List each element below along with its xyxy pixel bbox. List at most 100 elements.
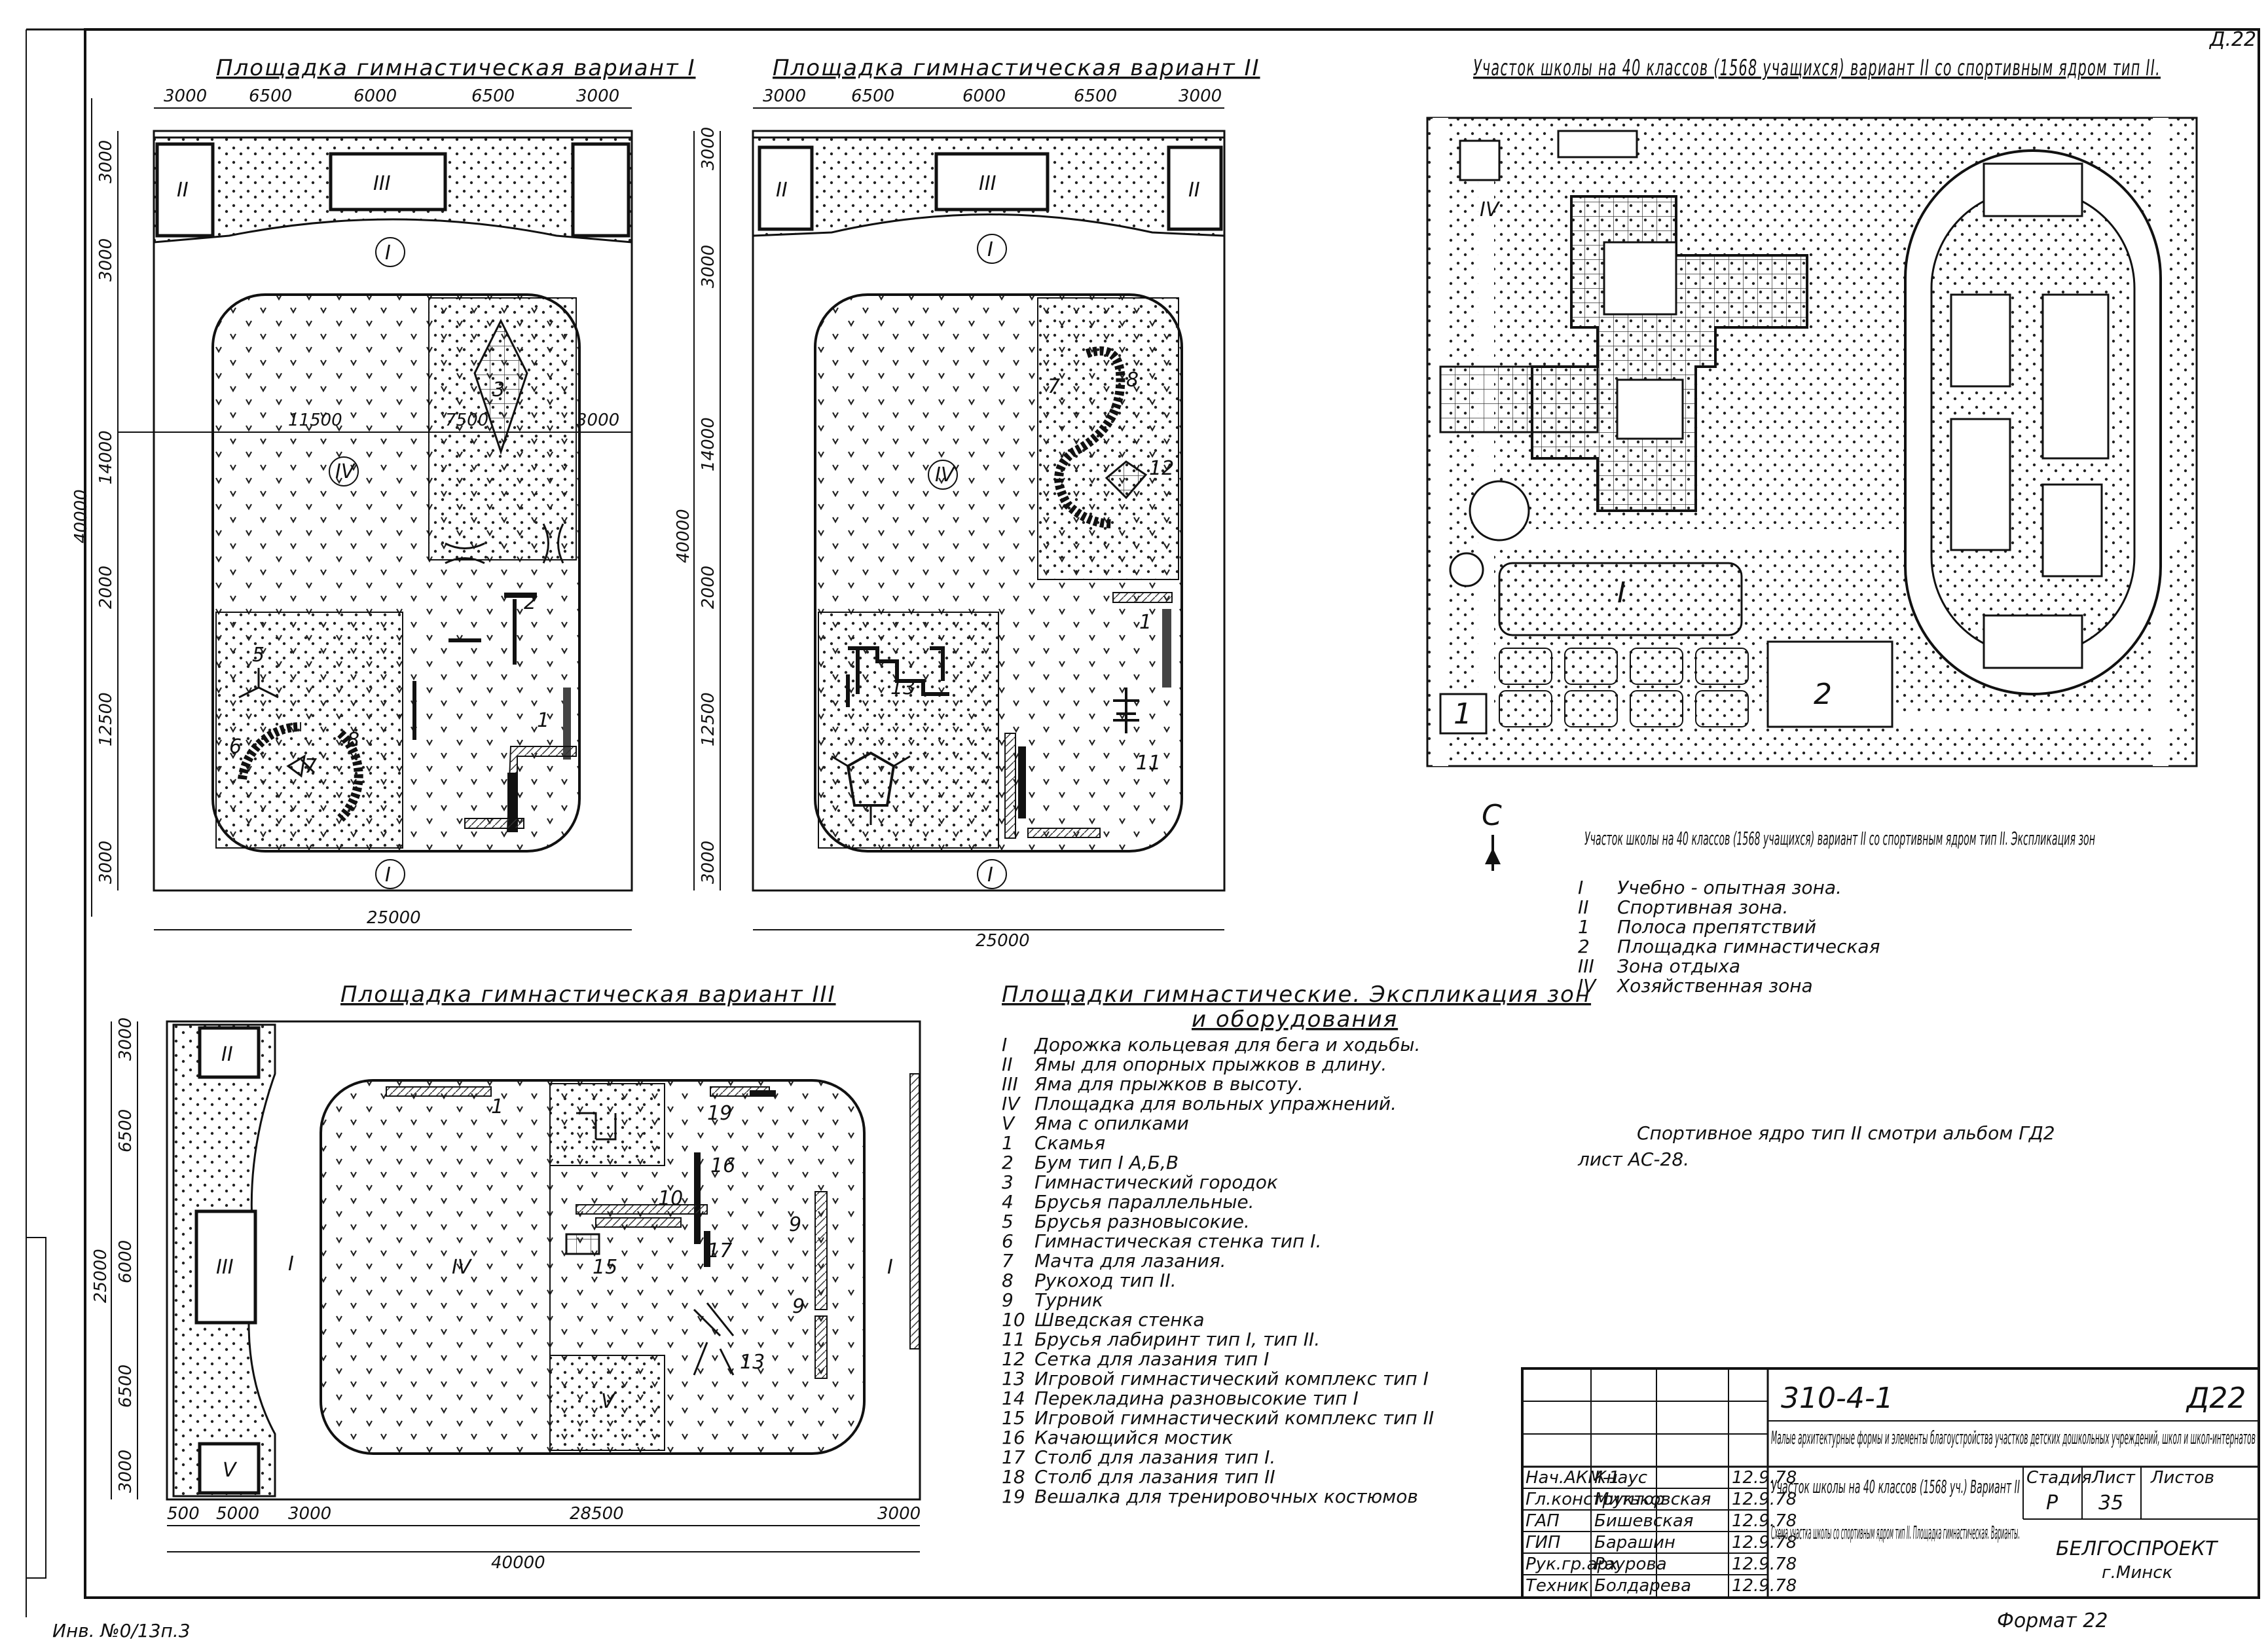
v3-eq-14: 13 xyxy=(740,1351,765,1374)
legend-title-1: Площадки гимнастические. Экспликация зон xyxy=(1002,982,1591,1008)
site-legend-note-1: Спортивное ядро тип II смотри альбом ГД2 xyxy=(1637,1122,2055,1144)
stamp-code: 310-4-1 xyxy=(1781,1382,1893,1415)
legend-item-num: 16 xyxy=(1002,1427,1025,1448)
site-legend-title: Участок школы на 40 классов (1568 учащих… xyxy=(1584,828,2095,849)
legend-item-num: 13 xyxy=(1002,1368,1025,1389)
v1-dim-side-3: 14000 xyxy=(96,430,116,485)
variant2-title: Площадка гимнастическая вариант II xyxy=(773,55,1260,81)
legend-item-num: 6 xyxy=(1002,1230,1014,1252)
legend-item-num: 5 xyxy=(1002,1211,1014,1232)
v2-dim-side-3: 14000 xyxy=(699,417,718,471)
stamp-sheet-code: Д22 xyxy=(2186,1382,2246,1415)
v2-eq-13: 13 xyxy=(890,676,915,699)
v1-dim-inner-mid: 7500 xyxy=(445,411,488,430)
legend-item-num: 19 xyxy=(1002,1486,1025,1507)
v1-dim-side-1: 3000 xyxy=(96,140,116,183)
legend-item-num: III xyxy=(1002,1073,1018,1095)
legend-item-text: Мачта для лазания. xyxy=(1034,1250,1226,1272)
legend-item-text: Скамья xyxy=(1034,1132,1105,1154)
v3-dim-bottom-2: 5000 xyxy=(216,1504,259,1524)
site-legend-text-1: Учебно - опытная зона. xyxy=(1617,877,1842,898)
v1-eq-1: 1 xyxy=(537,709,549,732)
legend-item-num: 8 xyxy=(1002,1270,1014,1291)
v3-zone-v: V xyxy=(223,1459,238,1482)
v1-eq-5: 5 xyxy=(252,644,265,667)
v1-dim-side-5: 12500 xyxy=(96,692,116,746)
v3-eq-9: 9 xyxy=(792,1295,805,1318)
legend-item-text: Яма с опилками xyxy=(1034,1112,1189,1134)
site-legend-text-3: Полоса препятствий xyxy=(1617,916,1816,938)
v3-dim-side-3: 6000 xyxy=(116,1240,136,1283)
legend-item-text: Ямы для опорных прыжков в длину. xyxy=(1034,1054,1387,1075)
v1-dim-side-6: 3000 xyxy=(96,841,116,884)
site-legend-num-5: III xyxy=(1578,955,1594,977)
legend-item-text: Брусья лабиринт тип I, тип II. xyxy=(1034,1329,1320,1350)
v2-dim-top-2: 6500 xyxy=(851,86,894,106)
legend-item-text: Качающийся мостик xyxy=(1034,1427,1233,1448)
v3-zone-ii-top: II xyxy=(221,1043,233,1066)
legend-item-text: Сетка для лазания тип I xyxy=(1034,1348,1269,1370)
v3-dim-bottom-1: 500 xyxy=(167,1504,200,1524)
legend-item-text: Игровой гимнастический комплекс тип II xyxy=(1034,1407,1434,1429)
legend-item-num: 17 xyxy=(1002,1446,1025,1468)
legend-item-num: 10 xyxy=(1002,1309,1025,1331)
stamp-role: Гл.конструктор xyxy=(1526,1490,1665,1509)
v1-zone-iv: IV xyxy=(335,460,356,483)
stamp-drawing: Схема участка школы со спортивным ядром … xyxy=(1771,1522,2020,1543)
stamp-name: Барашин xyxy=(1594,1533,1675,1552)
v1-dim-top-4: 6500 xyxy=(471,86,515,106)
north-label: С xyxy=(1482,799,1502,832)
stamp-role: ГИП xyxy=(1526,1533,1561,1552)
stamp-stage: Р xyxy=(2046,1492,2058,1514)
v1-eq-7: 7 xyxy=(304,755,317,778)
v3-dim-side-total: 25000 xyxy=(91,1249,111,1303)
v1-zone-iii: III xyxy=(373,172,391,195)
equipment-legend: Площадки гимнастические. Экспликация зон… xyxy=(1002,982,1591,1507)
site-legend: Участок школы на 40 классов (1568 учащих… xyxy=(1577,828,2095,1170)
v2-dim-side-4: 2000 xyxy=(699,566,718,609)
v2-dim-bottom: 25000 xyxy=(976,931,1030,951)
stamp-city: г.Минск xyxy=(2102,1563,2173,1583)
legend-item-text: Дорожка кольцевая для бега и ходьбы. xyxy=(1033,1034,1420,1055)
legend-item-num: 7 xyxy=(1002,1250,1014,1272)
v2-dim-side-1: 3000 xyxy=(699,127,718,170)
legend-item-num: II xyxy=(1002,1054,1013,1075)
v2-dim-top-1: 3000 xyxy=(763,86,806,106)
v1-eq-6: 6 xyxy=(229,735,242,758)
legend-item-text: Гимнастический городок xyxy=(1034,1171,1278,1193)
legend-item-num: 15 xyxy=(1002,1407,1025,1429)
legend-item-text: Столб для лазания тип II xyxy=(1034,1466,1275,1488)
v3-dim-bottom-total: 40000 xyxy=(491,1553,545,1573)
site-legend-text-5: Зона отдыха xyxy=(1617,955,1740,977)
v2-eq-12: 12 xyxy=(1149,457,1174,480)
v1-eq-2: 2 xyxy=(524,591,536,614)
variant3-plan: Площадка гимнастическая вариант III II I… xyxy=(91,982,921,1573)
v2-dim-top-4: 6500 xyxy=(1074,86,1117,106)
stamp-role: Нач.АКМ-1 xyxy=(1526,1468,1620,1488)
stamp-date: 12.9.78 xyxy=(1732,1490,1797,1509)
site-legend-text-4: Площадка гимнастическая xyxy=(1617,936,1880,957)
site-legend-num-2: II xyxy=(1578,896,1589,918)
v1-zone-i-bottom: I xyxy=(385,864,391,887)
legend-item-text: Турник xyxy=(1034,1289,1103,1311)
site-label-1: 1 xyxy=(1454,697,1472,731)
legend-title-2: и оборудования xyxy=(1192,1006,1398,1033)
legend-item-text: Столб для лазания тип I. xyxy=(1034,1446,1275,1468)
v3-dim-bottom-4: 28500 xyxy=(570,1504,624,1524)
v2-dim-top-5: 3000 xyxy=(1179,86,1222,106)
v3-zone-v-inner: V xyxy=(601,1390,616,1413)
stamp-role: Техник xyxy=(1526,1576,1589,1596)
v1-dim-top-1: 3000 xyxy=(164,86,207,106)
v1-dim-side-4: 2000 xyxy=(96,566,116,609)
stamp-role: ГАП xyxy=(1526,1511,1560,1531)
legend-item-num: 14 xyxy=(1002,1387,1025,1409)
site-title: Участок школы на 40 классов (1568 учащих… xyxy=(1473,55,2161,81)
v3-eq-10: 9 xyxy=(789,1213,801,1236)
v3-dim-side-1: 3000 xyxy=(116,1018,136,1061)
v3-zone-i-left: I xyxy=(288,1253,294,1276)
legend-item-num: 4 xyxy=(1002,1191,1014,1213)
legend-item-text: Яма для прыжков в высоту. xyxy=(1034,1073,1304,1095)
stamp-date: 12.9.78 xyxy=(1732,1576,1797,1596)
v2-dim-side-5: 12500 xyxy=(699,692,718,746)
